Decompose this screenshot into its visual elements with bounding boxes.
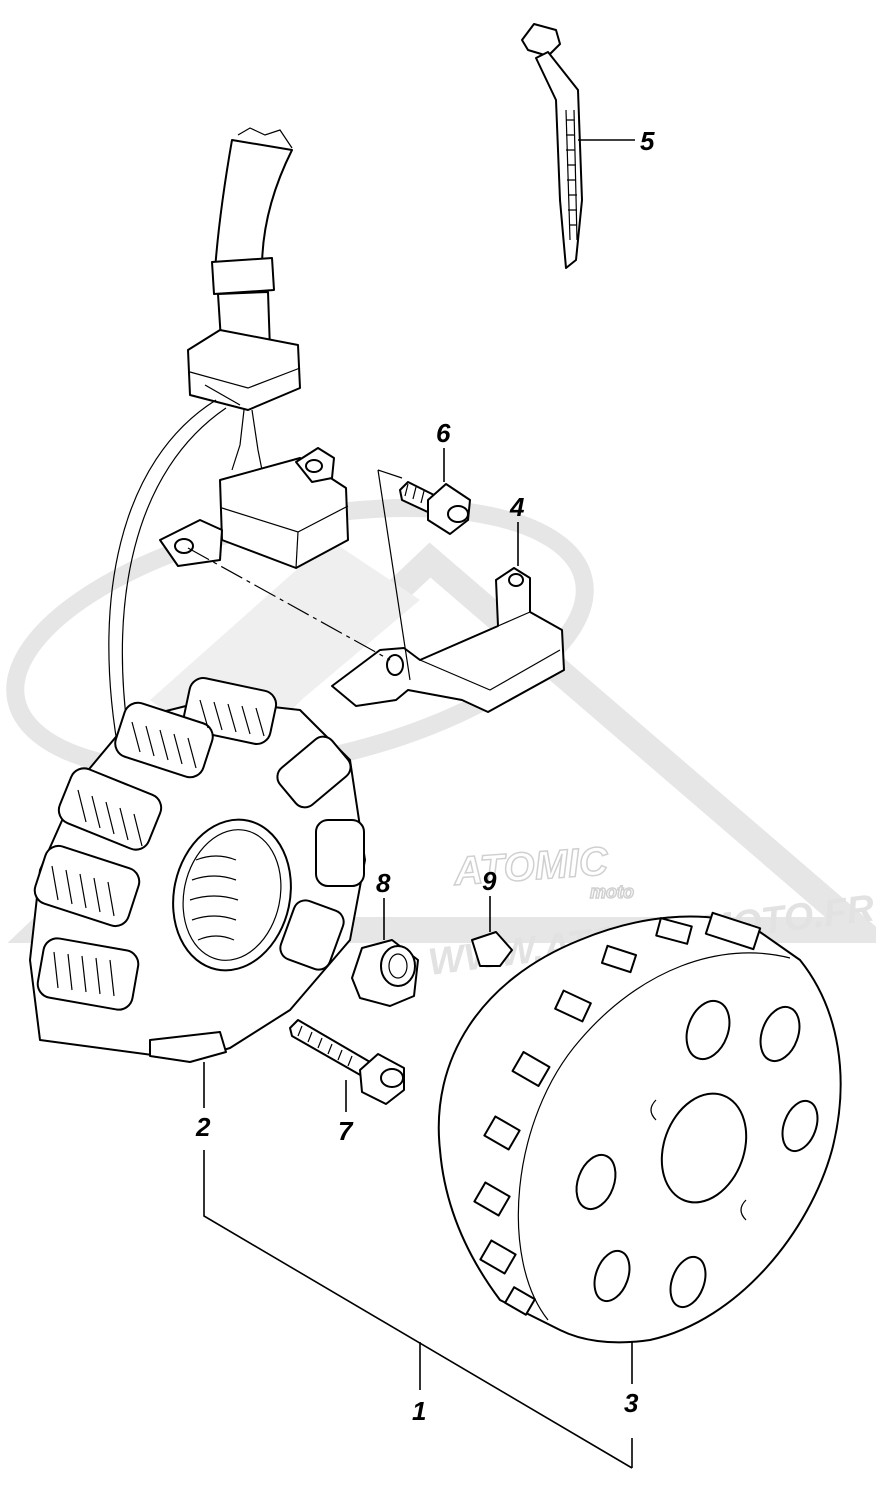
watermark-logo: ATOMIC bbox=[452, 839, 611, 894]
stator-part bbox=[29, 127, 366, 1063]
callout-5: 5 bbox=[640, 126, 655, 156]
callout-2: 2 bbox=[195, 1112, 211, 1142]
bracket-part bbox=[187, 469, 565, 713]
key-part bbox=[471, 931, 513, 967]
leader-lines bbox=[203, 139, 635, 1469]
callout-4: 4 bbox=[509, 492, 525, 522]
flywheel-holes bbox=[575, 999, 819, 1309]
callout-6: 6 bbox=[436, 418, 451, 448]
callout-1: 1 bbox=[412, 1396, 426, 1426]
cable-tie-part bbox=[521, 23, 583, 269]
flywheel-magnets bbox=[473, 911, 762, 1316]
stator-coils bbox=[33, 677, 365, 1011]
callout-8: 8 bbox=[376, 868, 391, 898]
nut-part bbox=[351, 939, 419, 1007]
watermark-logo-sub: moto bbox=[590, 882, 634, 902]
screw-short-part bbox=[399, 481, 471, 535]
callout-7: 7 bbox=[338, 1116, 354, 1146]
callout-9: 9 bbox=[482, 866, 497, 896]
callout-3: 3 bbox=[624, 1388, 639, 1418]
screw-long-part bbox=[289, 1019, 405, 1105]
flywheel-part bbox=[437, 911, 842, 1344]
